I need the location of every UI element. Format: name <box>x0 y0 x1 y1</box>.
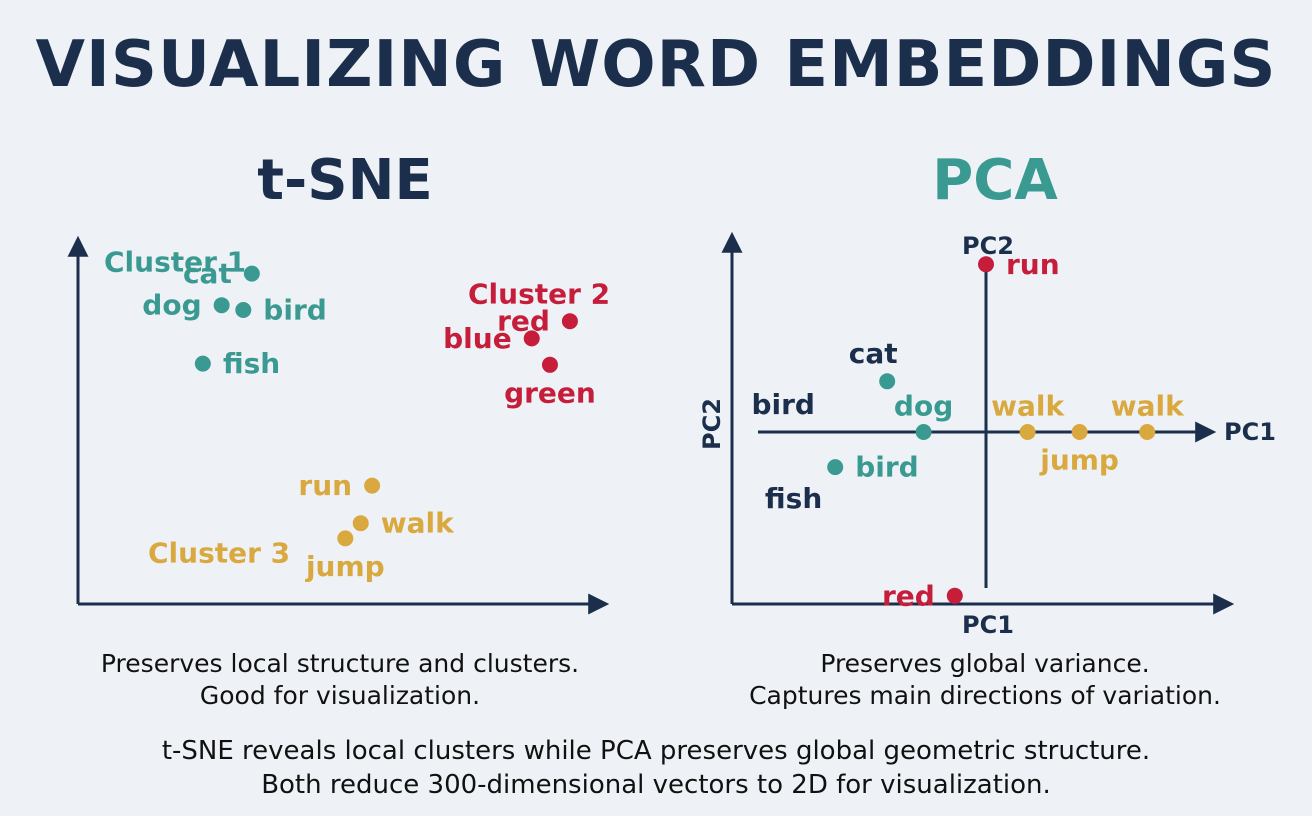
tsne-cluster-2-label: Cluster 2 <box>468 278 610 311</box>
pca-point-cat-1 <box>879 373 896 390</box>
tsne-label-bird: bird <box>263 294 327 327</box>
footer-note: t-SNE reveals local clusters while PCA p… <box>40 734 1272 802</box>
pca-label-bird-3: bird <box>855 451 919 484</box>
pca-point-run-0 <box>978 256 994 273</box>
pca-caption: Preserves global variance. Captures main… <box>690 648 1280 712</box>
tsne-label-red: red <box>497 305 550 338</box>
pca-label-jump-5: jump <box>1039 444 1119 477</box>
tsne-label-fish: fish <box>223 347 280 380</box>
pca-label-red-7: red <box>882 579 935 612</box>
pca-label-run-0: run <box>1006 248 1060 281</box>
pca-label-cat-1: cat <box>849 337 898 370</box>
tsne-caption-line-1: Preserves local structure and clusters. <box>100 649 580 678</box>
pca-annotation-fish-1: fish <box>765 482 822 515</box>
pca-label-walk-6: walk <box>1111 390 1185 423</box>
tsne-caption-line-2: Good for visualization. <box>199 681 481 710</box>
pca-label-dog-2: dog <box>894 390 953 423</box>
pca-point-bird-3 <box>827 459 844 476</box>
tsne-point-fish <box>194 355 211 372</box>
tsne-cluster-1-label: Cluster 1 <box>104 246 246 279</box>
tsne-point-red <box>561 313 578 330</box>
tsne-point-jump <box>337 530 354 547</box>
page-title: VISUALIZING WORD EMBEDDINGS <box>35 28 1277 102</box>
tsne-point-green <box>541 356 558 373</box>
pca-point-red-7 <box>946 587 963 604</box>
pca-point-dog-2 <box>915 424 932 440</box>
pca-point-jump-5 <box>1071 424 1088 440</box>
tsne-label-walk: walk <box>381 507 455 540</box>
pca-y-axis-title: PC2 <box>698 398 726 450</box>
pca-caption-line-1: Preserves global variance. <box>820 649 1150 678</box>
tsne-label-cat: cat <box>183 257 232 290</box>
tsne-cluster-3-label: Cluster 3 <box>148 537 290 570</box>
pca-annotation-bird-0: bird <box>751 388 815 421</box>
pca-inner-x-axis-label: PC1 <box>1224 418 1276 446</box>
footer-line-2: Both reduce 300-dimensional vectors to 2… <box>261 770 1051 800</box>
pca-label-walk-4: walk <box>991 390 1065 423</box>
tsne-label-dog: dog <box>142 289 201 322</box>
tsne-label-jump: jump <box>305 550 385 583</box>
tsne-caption: Preserves local structure and clusters. … <box>40 648 640 712</box>
tsne-label-run: run <box>298 469 352 502</box>
tsne-point-dog <box>213 297 230 314</box>
pca-title: PCA <box>932 148 1058 213</box>
pca-caption-line-2: Captures main directions of variation. <box>749 681 1221 710</box>
tsne-label-green: green <box>504 376 596 409</box>
tsne-point-walk <box>352 515 369 532</box>
tsne-point-run <box>364 477 381 494</box>
pca-point-walk-6 <box>1139 424 1156 440</box>
pca-chart: PC2PC1PC1PC2runcatdogbirdwalkjumpwalkred… <box>698 231 1276 639</box>
tsne-point-blue <box>523 330 540 347</box>
pca-x-axis-title: PC1 <box>962 611 1014 639</box>
tsne-title: t-SNE <box>257 148 433 213</box>
footer-line-1: t-SNE reveals local clusters while PCA p… <box>161 736 1151 766</box>
tsne-label-blue: blue <box>443 322 512 355</box>
pca-inner-y-axis-label: PC2 <box>962 232 1014 260</box>
tsne-point-bird <box>235 302 252 318</box>
tsne-point-cat <box>243 265 260 282</box>
pca-point-walk-4 <box>1019 424 1036 440</box>
